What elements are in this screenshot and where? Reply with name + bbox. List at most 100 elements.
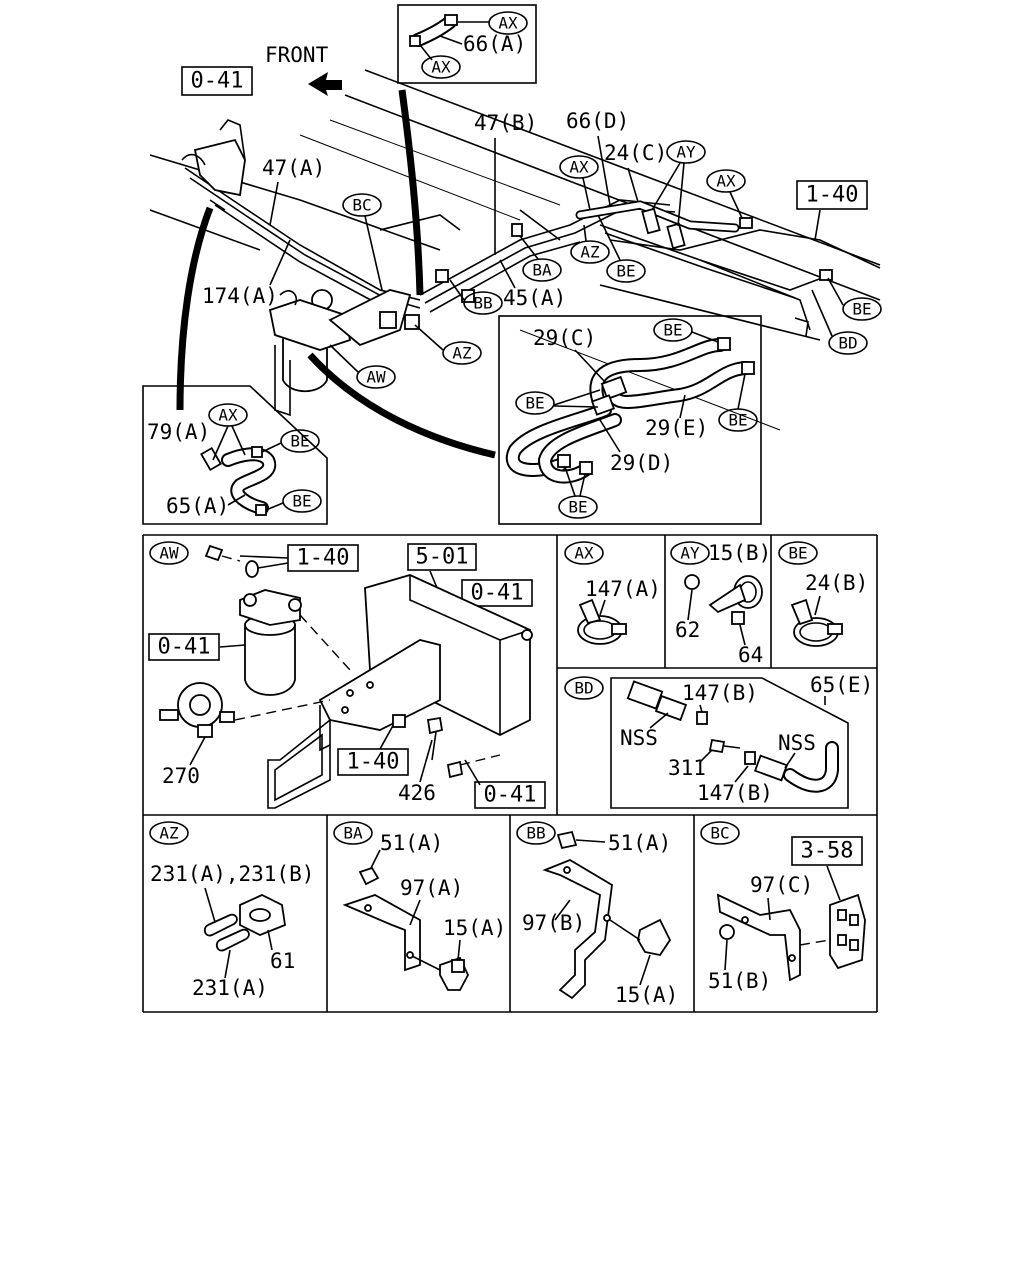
- code-be-79-1: BE: [261, 429, 320, 453]
- ref-3-58: 3-58: [791, 836, 863, 901]
- detail-grid: [142, 534, 878, 1013]
- label-61: 61: [270, 949, 295, 973]
- panel-be: BE 24(B): [778, 541, 868, 647]
- code-ax-79: AX: [208, 403, 248, 461]
- code-ax-main-1: AX: [559, 155, 599, 211]
- label-147b-top: 147(B): [682, 681, 758, 705]
- fuel-filter-assembly: [268, 289, 420, 417]
- svg-text:AZ: AZ: [580, 243, 600, 262]
- svg-text:BE: BE: [292, 492, 311, 511]
- code-be-79-2: BE: [265, 489, 322, 513]
- svg-text:AZ: AZ: [159, 824, 179, 843]
- leader-left-inset: [176, 206, 214, 411]
- code-aw-main: AW: [329, 344, 396, 389]
- svg-text:AX: AX: [574, 544, 594, 563]
- code-az-main-2: AZ: [414, 324, 482, 365]
- code-ba-main: BA: [519, 235, 562, 282]
- label-97a: 97(A): [400, 876, 463, 900]
- code-be-29-4: BE: [558, 466, 598, 519]
- svg-text:0-41: 0-41: [191, 69, 244, 94]
- inset-top-ax: [397, 4, 537, 84]
- svg-text:0-41: 0-41: [158, 635, 211, 660]
- code-az-main-1: AZ: [570, 224, 610, 264]
- ref-1-40-aw-bottom: 1-40: [337, 721, 409, 776]
- panel-ax: AX 147(A): [564, 541, 661, 645]
- svg-text:AW: AW: [159, 544, 179, 563]
- label-270: 270: [162, 764, 200, 788]
- label-29c: 29(C): [533, 326, 596, 350]
- label-79a: 79(A): [147, 420, 210, 444]
- svg-text:BD: BD: [838, 334, 857, 353]
- label-45a: 45(A): [503, 286, 566, 310]
- ref-0-41-aw-1: 0-41: [439, 579, 533, 641]
- label-97c: 97(C): [750, 873, 813, 897]
- leader-right-inset: [307, 352, 496, 459]
- svg-text:3-58: 3-58: [801, 839, 854, 864]
- label-nss-1: NSS: [620, 726, 658, 750]
- svg-text:BE: BE: [852, 300, 871, 319]
- ref-5-01: 5-01: [407, 543, 477, 596]
- svg-text:0-41: 0-41: [471, 581, 524, 606]
- label-64: 64: [738, 643, 763, 667]
- label-29d: 29(D): [610, 451, 673, 475]
- upper-bracket: [181, 119, 246, 211]
- code-be-main-1: BE: [597, 214, 646, 283]
- code-ay-main: AY: [651, 140, 706, 227]
- code-be-29-1: BE: [653, 318, 719, 343]
- code-bd-main: BD: [811, 289, 868, 355]
- svg-text:BA: BA: [343, 824, 363, 843]
- label-231a: 231(A): [192, 976, 268, 1000]
- svg-text:AX: AX: [569, 158, 589, 177]
- svg-text:5-01: 5-01: [416, 545, 469, 570]
- svg-text:AX: AX: [431, 58, 451, 77]
- svg-text:BE: BE: [663, 321, 682, 340]
- label-15b: 15(B): [708, 541, 771, 565]
- label-97b: 97(B): [522, 911, 585, 935]
- svg-text:BE: BE: [728, 411, 747, 430]
- leader-top-inset: [398, 89, 424, 296]
- label-24c: 24(C): [604, 141, 667, 165]
- inset-hoses-79: AX BE BE 79(A) 65(A): [142, 385, 328, 525]
- label-47a: 47(A): [262, 156, 325, 180]
- label-51a-ba: 51(A): [380, 831, 443, 855]
- svg-text:BE: BE: [290, 432, 309, 451]
- svg-text:BD: BD: [574, 679, 593, 698]
- svg-text:1-40: 1-40: [297, 546, 350, 571]
- label-231ab: 231(A),231(B): [150, 862, 314, 886]
- code-ax-main-2: AX: [706, 169, 746, 219]
- svg-text:BE: BE: [616, 262, 635, 281]
- svg-text:AX: AX: [716, 172, 736, 191]
- svg-text:AX: AX: [498, 14, 518, 33]
- panel-ba: BA 51(A) 97(A) 15(A): [333, 821, 506, 991]
- code-ax-top-1: AX: [488, 11, 528, 35]
- code-ax-top-2: AX: [421, 55, 461, 79]
- code-bb-main: BB: [449, 279, 503, 315]
- svg-text:AX: AX: [218, 406, 238, 425]
- label-29e: 29(E): [645, 416, 708, 440]
- code-bc-main: BC: [342, 193, 383, 291]
- label-311: 311: [668, 756, 706, 780]
- label-65a: 65(A): [166, 494, 229, 518]
- svg-text:BC: BC: [710, 824, 729, 843]
- ref-box-0-41-main: 0-41: [181, 66, 253, 96]
- label-47b: 47(B): [474, 111, 537, 135]
- panel-bc: BC 3-58 97(C) 51(B): [700, 821, 866, 993]
- svg-text:BB: BB: [526, 824, 545, 843]
- ref-1-40-aw-top: 1-40: [287, 544, 359, 572]
- svg-text:AY: AY: [676, 143, 696, 162]
- svg-text:BE: BE: [788, 544, 807, 563]
- svg-text:BE: BE: [525, 394, 544, 413]
- svg-text:BE: BE: [568, 498, 587, 517]
- ref-0-41-aw-3: 0-41: [464, 759, 546, 809]
- panel-az: AZ 231(A),231(B) 61 231(A): [149, 821, 314, 1000]
- label-65e: 65(E): [810, 673, 873, 697]
- panel-bb: BB 51(A) 97(B) 15(A): [516, 821, 678, 1007]
- label-147a: 147(A): [585, 577, 661, 601]
- label-174a: 174(A): [202, 284, 278, 308]
- code-be-29-2: BE: [515, 389, 601, 415]
- label-15a-bb: 15(A): [615, 983, 678, 1007]
- code-be-29-3: BE: [718, 373, 758, 432]
- label-51a-bb: 51(A): [608, 831, 671, 855]
- svg-text:0-41: 0-41: [484, 783, 537, 808]
- svg-text:BB: BB: [473, 294, 492, 313]
